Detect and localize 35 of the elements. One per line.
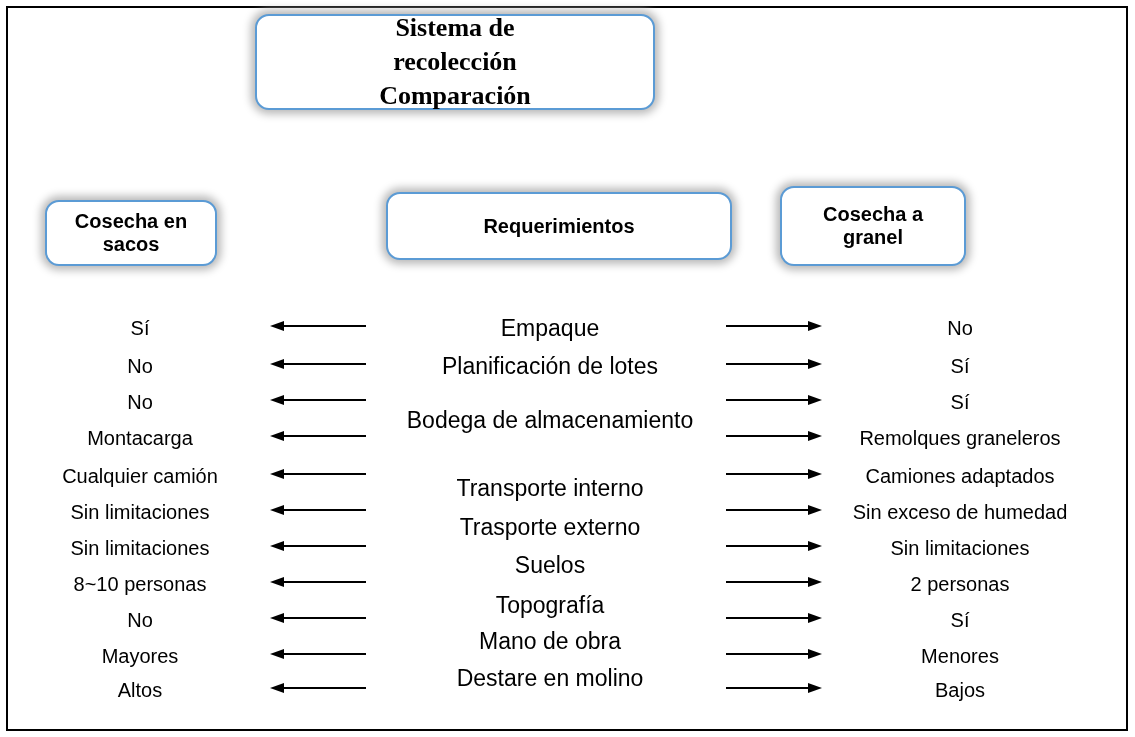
requirement-text: Topografía <box>494 591 606 620</box>
requirement-text: Mano de obra <box>478 627 622 656</box>
value-text: 2 personas <box>910 572 1010 596</box>
value-text: Sí <box>950 390 970 414</box>
value-text: No <box>127 354 153 378</box>
value-text: Montacarga <box>87 426 193 450</box>
value-text: Bajos <box>935 678 985 702</box>
value-text: Sí <box>950 608 970 632</box>
value-text: Sin limitaciones <box>890 536 1030 560</box>
value-text: Sí <box>130 316 150 340</box>
requirement-text: Trasporte externo <box>458 513 642 542</box>
title-box: Sistema de recolección Comparación <box>255 14 655 110</box>
value-text: Altos <box>117 678 163 702</box>
requirement-text: Bodega de almacenamiento <box>405 406 695 435</box>
value-text: 8~10 personas <box>73 572 207 596</box>
value-text: Cualquier camión <box>62 464 218 488</box>
requirement-text: Planificación de lotes <box>440 352 660 381</box>
column-header-box: Cosecha a granel <box>780 186 966 266</box>
column-header-box: Requerimientos <box>386 192 732 260</box>
value-text: No <box>127 390 153 414</box>
value-text: Sin limitaciones <box>70 500 210 524</box>
column-header-box: Cosecha en sacos <box>45 200 217 266</box>
requirement-text: Destare en molino <box>455 664 645 693</box>
value-text: Mayores <box>101 644 179 668</box>
requirement-text: Empaque <box>499 314 601 343</box>
value-text: No <box>127 608 153 632</box>
value-text: Remolques graneleros <box>859 426 1061 450</box>
value-text: Menores <box>921 644 999 668</box>
value-text: Sí <box>950 354 970 378</box>
value-text: Sin exceso de humedad <box>852 500 1068 524</box>
requirement-text: Transporte interno <box>455 474 645 503</box>
value-text: Sin limitaciones <box>70 536 210 560</box>
value-text: No <box>947 316 973 340</box>
requirement-text: Suelos <box>513 551 587 580</box>
value-text: Camiones adaptados <box>865 464 1055 488</box>
